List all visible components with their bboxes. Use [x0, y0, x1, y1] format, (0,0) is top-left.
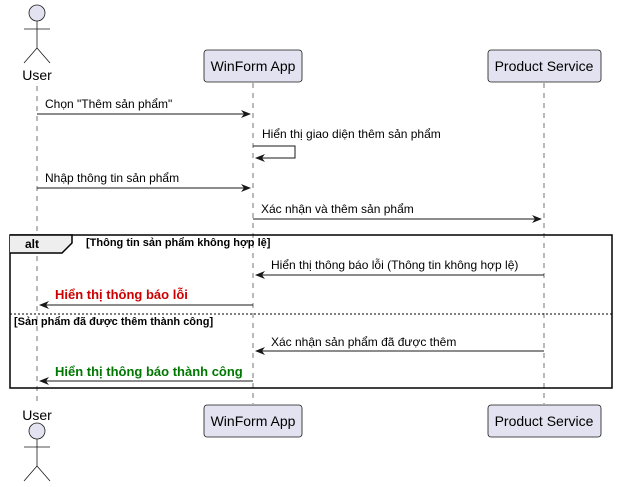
message-3: Nhập thông tin sản phẩm	[37, 171, 251, 192]
message-label-success: Hiển thị thông báo thành công	[55, 364, 243, 379]
participant-box	[487, 404, 602, 438]
participant-product-service-label: Product Service	[495, 58, 594, 74]
message-label: Xác nhận sản phẩm đã được thêm	[271, 335, 456, 349]
participant-box	[203, 404, 303, 438]
actor-leg-left	[23, 465, 38, 482]
message-1: Chọn "Thêm sản phẩm"	[37, 97, 251, 118]
participant-winform-top: WinForm App	[203, 49, 303, 83]
alt-tab	[10, 234, 73, 254]
message-label: Hiển thị giao diện thêm sản phẩm	[262, 127, 441, 141]
message-8: Hiển thị thông báo thành công	[39, 364, 253, 385]
participant-winform-label: WinForm App	[211, 58, 296, 74]
actor-leg-right	[36, 47, 51, 64]
message-label: Xác nhận và thêm sản phẩm	[261, 202, 414, 216]
participant-product-service-label: Product Service	[495, 413, 594, 429]
actor-leg-left	[23, 47, 38, 64]
participant-box	[487, 49, 602, 83]
actor-user-label: User	[22, 407, 52, 423]
actor-head	[28, 4, 46, 22]
actor-user-bottom: User	[22, 407, 52, 482]
participant-product-service-bottom: Product Service	[487, 404, 602, 438]
alt-frame	[9, 234, 613, 389]
message-6: Hiển thị thông báo lỗi	[39, 287, 253, 309]
alt-fragment: alt [Thông tin sản phẩm không hợp lệ] [S…	[9, 234, 613, 389]
message-7: Xác nhận sản phẩm đã được thêm	[255, 335, 544, 355]
alt-keyword: alt	[25, 237, 39, 251]
alt-condition-2: [Sản phẩm đã được thêm thành công]	[14, 316, 213, 328]
message-label-error: Hiển thị thông báo lỗi	[55, 287, 188, 302]
message-label: Hiển thị thông báo lỗi (Thông tin không …	[271, 257, 518, 272]
participant-box	[203, 49, 303, 83]
message-2: Hiển thị giao diện thêm sản phẩm	[253, 127, 441, 162]
actor-head	[28, 422, 46, 440]
message-4: Xác nhận và thêm sản phẩm	[253, 202, 542, 223]
participant-product-service-top: Product Service	[487, 49, 602, 83]
actor-user-top: User	[22, 4, 52, 83]
actor-user-label: User	[22, 67, 52, 83]
actor-leg-right	[36, 465, 51, 482]
message-arrow	[253, 145, 296, 162]
message-label: Nhập thông tin sản phẩm	[45, 171, 179, 185]
message-label: Chọn "Thêm sản phẩm"	[45, 97, 172, 111]
participant-winform-bottom: WinForm App	[203, 404, 303, 438]
alt-condition-1: [Thông tin sản phẩm không hợp lệ]	[86, 237, 271, 249]
participant-winform-label: WinForm App	[211, 413, 296, 429]
message-5: Hiển thị thông báo lỗi (Thông tin không …	[255, 257, 544, 279]
